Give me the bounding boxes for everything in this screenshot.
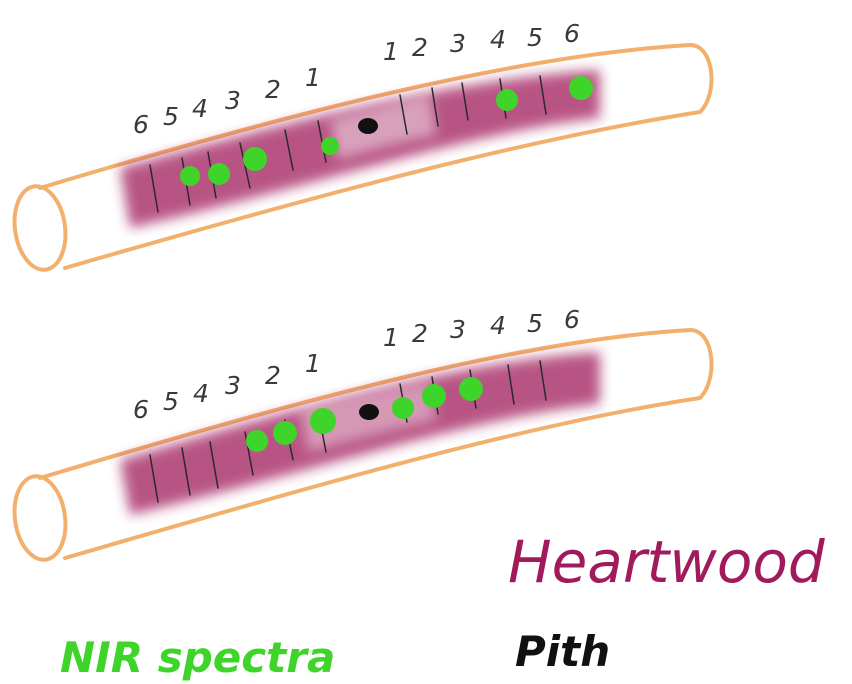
ring-number: 4 <box>490 311 506 340</box>
ring-number: 4 <box>192 94 208 123</box>
ring-number: 6 <box>133 395 149 424</box>
ring-number: 6 <box>133 110 149 139</box>
legend-heartwood: Heartwood <box>508 528 826 596</box>
ring-number: 4 <box>193 379 209 408</box>
ring-number: 6 <box>564 305 580 334</box>
nir-point <box>569 76 593 100</box>
nir-point <box>243 147 267 171</box>
nir-point <box>246 430 268 452</box>
nir-point <box>392 397 414 419</box>
ring-number: 1 <box>383 37 399 66</box>
ring-number: 5 <box>527 23 543 52</box>
ring-number: 1 <box>383 323 399 352</box>
nir-point <box>422 384 446 408</box>
legend: Heartwood NIR spectra Pith <box>60 528 826 682</box>
ring-number: 4 <box>490 25 506 54</box>
ring-number: 2 <box>412 319 428 348</box>
ring-number: 3 <box>225 371 241 400</box>
ring-numbers-top-right: 1 2 3 4 5 6 <box>383 19 580 66</box>
pith-marker-top <box>358 118 378 134</box>
ring-number: 1 <box>305 349 321 378</box>
ring-number: 2 <box>412 33 428 62</box>
nir-point <box>496 89 518 111</box>
ring-number: 5 <box>163 102 179 131</box>
nir-point <box>180 166 200 186</box>
nir-point <box>321 137 339 155</box>
nir-point <box>208 163 230 185</box>
ring-number: 1 <box>305 63 321 92</box>
ring-number: 5 <box>163 387 179 416</box>
ring-number: 3 <box>450 315 466 344</box>
legend-nir-spectra: NIR spectra <box>60 633 335 682</box>
core-end-top <box>9 183 70 273</box>
legend-pith: Pith <box>515 627 610 676</box>
nir-point <box>310 408 336 434</box>
ring-number: 6 <box>564 19 580 48</box>
ring-number: 2 <box>265 361 281 390</box>
core-end-bottom <box>9 473 70 563</box>
nir-point <box>273 421 297 445</box>
pith-marker-bottom <box>359 404 379 420</box>
core-sample-bottom: 6 5 4 3 2 1 1 2 3 4 5 6 <box>9 305 711 563</box>
ring-number: 5 <box>527 309 543 338</box>
nir-point <box>459 377 483 401</box>
ring-number: 2 <box>265 75 281 104</box>
core-sample-top: 6 5 4 3 2 1 1 2 3 4 5 6 <box>9 19 711 273</box>
ring-number: 3 <box>225 86 241 115</box>
ring-number: 3 <box>450 29 466 58</box>
